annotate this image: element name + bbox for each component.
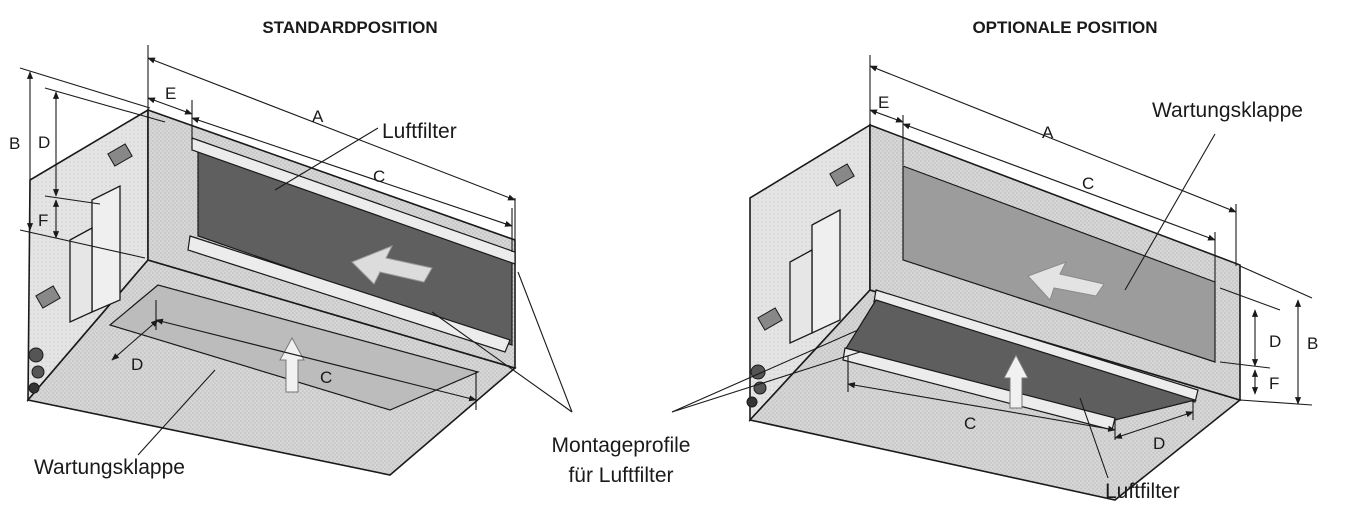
dim-d-optional: D [1269,332,1281,351]
unit-standard-connector-2 [31,365,45,379]
dim-f-standard: F [38,211,48,230]
unit-optional-bracket [811,208,841,335]
dim-b-standard: B [9,134,20,153]
dim-d-optional-bottom: D [1153,434,1165,453]
dim-f-optional: F [1269,374,1279,393]
unit-standard [26,108,517,476]
unit-optional-drain [746,396,758,408]
dim-c-optional-bottom: C [964,414,976,433]
dim-c-optional: C [1082,174,1094,193]
title-optional: OPTIONALE POSITION [972,18,1157,37]
unit-optional-hook-top [829,163,855,187]
unit-standard-bracket-plate [69,226,93,324]
dim-a-standard: A [312,107,324,126]
unit-optional-flow-arrow [1027,261,1105,301]
unit-optional-bracket-plate [789,248,813,345]
dim-c-standard: C [373,167,385,186]
unit-standard-hook-bottom [35,285,61,309]
callout-wartungsklappe-standard: Wartungsklappe [34,456,185,479]
dim-b-optional: B [1307,334,1318,353]
labels: STANDARDPOSITION OPTIONALE POSITION A E … [9,18,1318,503]
unit-standard-connector-1 [28,347,44,363]
unit-optional-hook-bottom [757,307,783,331]
callout-montageprofile-line1: Montageprofile [552,434,691,457]
unit-standard-hook-top [107,143,133,167]
callout-wartungsklappe-optional: Wartungsklappe [1152,99,1303,122]
callout-montageprofile-line2: für Luftfilter [568,464,673,487]
dim-e-standard: E [165,84,176,103]
dim-c-standard-bottom: C [320,368,332,387]
unit-standard-flow-arrow [351,245,433,285]
unit-standard-drain [28,382,40,394]
unit-optional [746,123,1242,501]
dim-a-optional: A [1042,123,1054,142]
dim-d-standard: D [38,133,50,152]
dims-optional [671,55,1313,479]
title-standard: STANDARDPOSITION [262,18,437,37]
callout-luftfilter-optional: Luftfilter [1105,480,1180,503]
unit-optional-top-rail [873,289,1199,403]
dim-d-standard-bottom: D [131,355,143,374]
dims-standard [19,45,573,456]
callout-luftfilter-standard: Luftfilter [382,120,457,143]
dim-e-optional: E [878,93,889,112]
